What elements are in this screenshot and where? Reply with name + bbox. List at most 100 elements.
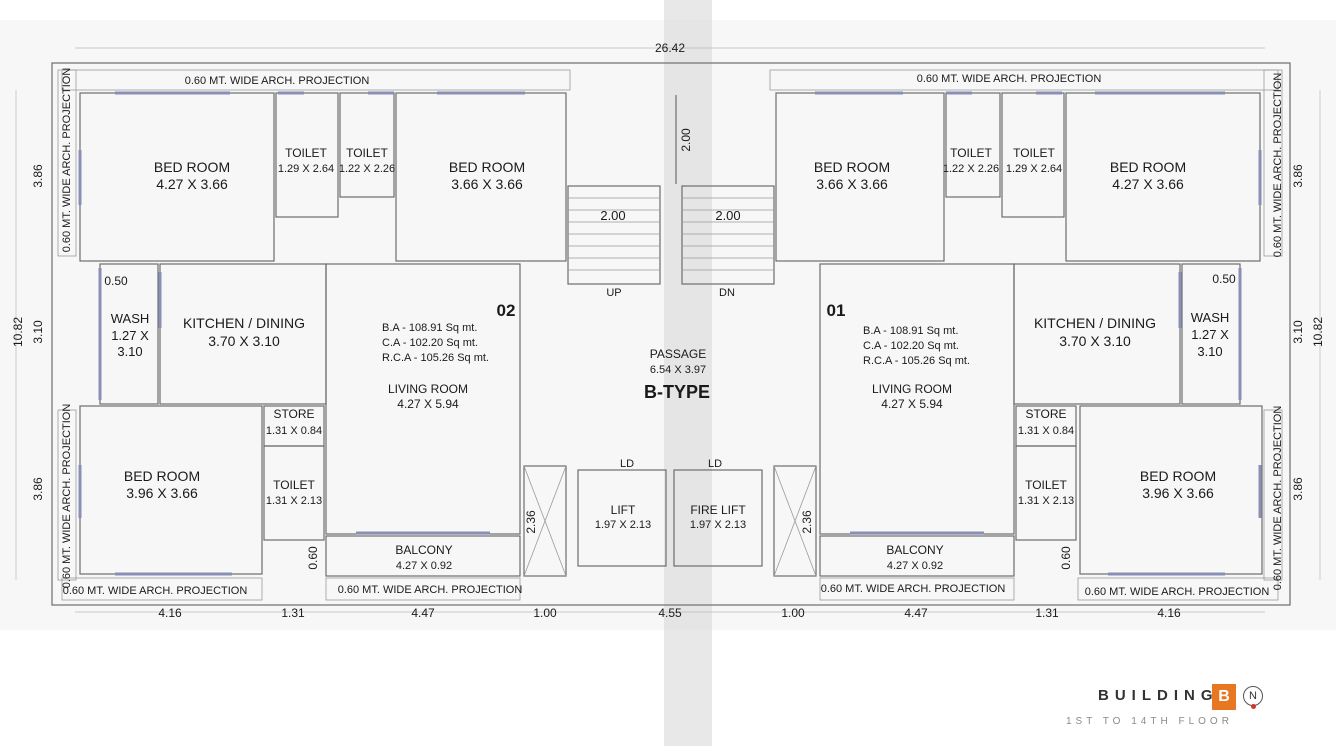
left-top-projection-label: 0.60 MT. WIDE ARCH. PROJECTION bbox=[185, 75, 370, 87]
left-kitchen-name: KITCHEN / DINING bbox=[183, 315, 305, 331]
stair-treads bbox=[568, 197, 774, 271]
stair-left-width: 2.00 bbox=[600, 208, 625, 223]
lift-name: LIFT bbox=[611, 503, 636, 517]
right-bedroom-2-name: BED ROOM bbox=[1110, 159, 1186, 175]
page-fold bbox=[664, 0, 712, 746]
right-bedroom-3-size: 3.96 X 3.66 bbox=[1142, 485, 1214, 501]
duct-left bbox=[523, 465, 567, 577]
left-toilet-a-name: TOILET bbox=[285, 146, 327, 160]
north-compass-icon: N bbox=[1243, 686, 1263, 706]
right-rca-area: R.C.A - 105.26 Sq mt. bbox=[863, 355, 970, 367]
right-bottom-projection-2 bbox=[819, 577, 1015, 601]
bottom-dim-131-right: 1.31 bbox=[1035, 606, 1059, 620]
left-bottom-projection-label-1: 0.60 MT. WIDE ARCH. PROJECTION bbox=[63, 585, 248, 597]
right-store-size: 1.31 X 0.84 bbox=[1018, 425, 1074, 437]
right-store-name: STORE bbox=[1025, 407, 1066, 421]
stair-right-width: 2.00 bbox=[715, 208, 740, 223]
left-bedroom-3-size: 3.96 X 3.66 bbox=[126, 485, 198, 501]
left-toilet-a-outline bbox=[275, 92, 339, 218]
right-bedroom-3-name: BED ROOM bbox=[1140, 468, 1216, 484]
fire-lift-shaft bbox=[673, 469, 763, 567]
left-wash-size-2: 3.10 bbox=[117, 344, 142, 359]
right-toilet-c-outline bbox=[1015, 445, 1077, 541]
left-bottom-projection-1 bbox=[61, 577, 263, 601]
right-dim-386-top: 3.86 bbox=[1291, 164, 1305, 188]
overall-width-label: 26.42 bbox=[655, 41, 685, 55]
right-side-projection-label-top: 0.60 MT. WIDE ARCH. PROJECTION bbox=[1272, 73, 1284, 258]
right-toilet-b-outline bbox=[945, 92, 1001, 198]
right-wash-name: WASH bbox=[1191, 310, 1230, 325]
right-side-projection-label-bottom: 0.60 MT. WIDE ARCH. PROJECTION bbox=[1272, 406, 1284, 591]
duct-right-dimension: 2.36 bbox=[800, 510, 814, 534]
right-dim-386-bottom: 3.86 bbox=[1291, 477, 1305, 501]
left-balcony-outline bbox=[325, 535, 521, 577]
bottom-dim-100-left: 1.00 bbox=[533, 606, 557, 620]
right-kitchen-size: 3.70 X 3.10 bbox=[1059, 333, 1131, 349]
stair-left bbox=[567, 185, 661, 285]
lift-door-label-left: LD bbox=[620, 458, 634, 470]
bottom-dim-416-right: 4.16 bbox=[1157, 606, 1181, 620]
right-dim-050: 0.50 bbox=[1212, 272, 1236, 286]
right-toilet-a-size: 1.29 X 2.64 bbox=[1006, 163, 1062, 175]
flat-number-right: 01 bbox=[827, 301, 846, 320]
right-balcony-size: 4.27 X 0.92 bbox=[887, 560, 943, 572]
right-toilet-b-size: 1.22 X 2.26 bbox=[943, 163, 999, 175]
left-overall-depth: 10.82 bbox=[11, 317, 25, 347]
left-side-projection-label-bottom: 0.60 MT. WIDE ARCH. PROJECTION bbox=[61, 404, 73, 589]
building-brand: BUILDING B N 1ST TO 14TH FLOOR bbox=[1066, 684, 1298, 734]
duct-cross-marks bbox=[523, 465, 817, 577]
stair-up-label: UP bbox=[606, 287, 621, 299]
right-kitchen-name: KITCHEN / DINING bbox=[1034, 315, 1156, 331]
left-bedroom-2-size: 3.66 X 3.66 bbox=[451, 176, 523, 192]
left-rca-area: R.C.A - 105.26 Sq mt. bbox=[382, 352, 489, 364]
right-carpet-area: C.A - 102.20 Sq mt. bbox=[863, 340, 959, 352]
right-balcony-name: BALCONY bbox=[886, 543, 943, 557]
left-bottom-projection-2 bbox=[325, 577, 521, 601]
right-bedroom-1-name: BED ROOM bbox=[814, 159, 890, 175]
bottom-dim-447-left: 4.47 bbox=[411, 606, 435, 620]
left-side-projection-bottom bbox=[57, 409, 77, 581]
right-balcony-outline bbox=[819, 535, 1015, 577]
left-dim-386-top: 3.86 bbox=[31, 164, 45, 188]
floor-range-label: 1ST TO 14TH FLOOR bbox=[1066, 716, 1233, 727]
left-side-projection-top bbox=[57, 69, 77, 257]
right-bottom-projection-label-1: 0.60 MT. WIDE ARCH. PROJECTION bbox=[1085, 586, 1270, 598]
right-bottom-projection-label-2: 0.60 MT. WIDE ARCH. PROJECTION bbox=[821, 583, 1006, 595]
right-toilet-a-outline bbox=[1001, 92, 1065, 218]
duct-left-dimension: 2.36 bbox=[524, 510, 538, 534]
left-top-projection bbox=[61, 69, 571, 91]
left-toilet-c-outline bbox=[263, 445, 325, 541]
duct-right bbox=[773, 465, 817, 577]
right-top-projection-label: 0.60 MT. WIDE ARCH. PROJECTION bbox=[917, 73, 1102, 85]
right-dim-060: 0.60 bbox=[1059, 546, 1073, 570]
lift-door-label-right: LD bbox=[708, 458, 722, 470]
building-outline bbox=[51, 62, 1291, 606]
right-living-name: LIVING ROOM bbox=[872, 382, 952, 396]
left-dim-310: 3.10 bbox=[31, 320, 45, 344]
left-side-projection-label-top: 0.60 MT. WIDE ARCH. PROJECTION bbox=[61, 68, 73, 253]
type-label: B-TYPE bbox=[644, 382, 710, 402]
lift-shaft bbox=[577, 469, 667, 567]
fire-lift-name: FIRE LIFT bbox=[690, 503, 746, 517]
left-carpet-area: C.A - 102.20 Sq mt. bbox=[382, 337, 478, 349]
left-store-size: 1.31 X 0.84 bbox=[266, 425, 322, 437]
right-bedroom-1-size: 3.66 X 3.66 bbox=[816, 176, 888, 192]
left-living-size: 4.27 X 5.94 bbox=[397, 397, 459, 411]
windows bbox=[78, 91, 1262, 576]
left-wash-size-1: 1.27 X bbox=[111, 328, 149, 343]
left-toilet-a-size: 1.29 X 2.64 bbox=[278, 163, 334, 175]
left-toilet-b-outline bbox=[339, 92, 395, 198]
bottom-dim-447-right: 4.47 bbox=[904, 606, 928, 620]
right-side-projection-bottom bbox=[1263, 409, 1283, 581]
left-balcony-size: 4.27 X 0.92 bbox=[396, 560, 452, 572]
left-built-area: B.A - 108.91 Sq mt. bbox=[382, 322, 477, 334]
left-bedroom-3-name: BED ROOM bbox=[124, 468, 200, 484]
bottom-dim-100-right: 1.00 bbox=[781, 606, 805, 620]
brand-word: BUILDING bbox=[1098, 687, 1219, 704]
left-living-name: LIVING ROOM bbox=[388, 382, 468, 396]
lift-size: 1.97 X 2.13 bbox=[595, 519, 651, 531]
left-bottom-projection-label-2: 0.60 MT. WIDE ARCH. PROJECTION bbox=[338, 584, 523, 596]
right-toilet-a-name: TOILET bbox=[1013, 146, 1055, 160]
passage-size: 6.54 X 3.97 bbox=[650, 364, 706, 376]
left-kitchen-size: 3.70 X 3.10 bbox=[208, 333, 280, 349]
